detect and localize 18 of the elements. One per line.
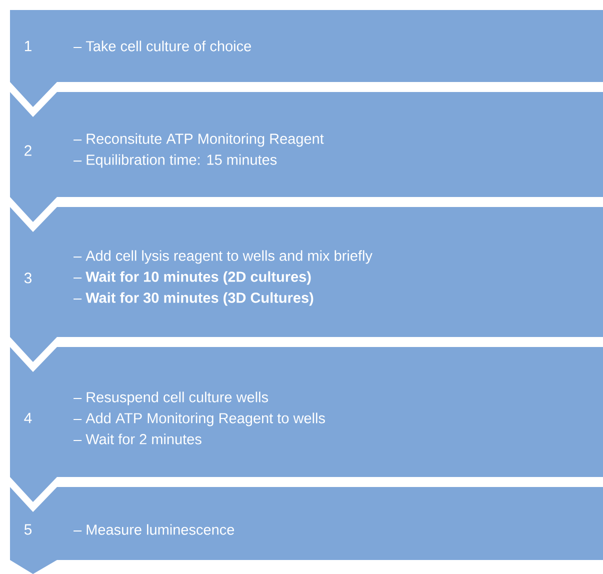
step-band: 3 – Add cell lysis reagent to wells and mix briefly – Wait for 10 minutes (2D cultures) – Wait for 30 minutes (3D Cultures) (10, 207, 603, 362)
node-label: – Equilibration time: 15 minutes (74, 154, 277, 168)
node-label: 4 (24, 412, 32, 424)
step-band: 4 – Resuspend cell culture wells – Add ATP Monitoring Reagent to wells – Wait for 2 minutes (10, 347, 603, 502)
step-band: 1 – Take cell culture of choice (10, 10, 603, 107)
node-label: 3 (24, 272, 32, 284)
node-label: – Wait for 10 minutes (2D cultures) (74, 271, 311, 285)
node-label: – Wait for 30 minutes (3D Cultures) (74, 292, 314, 306)
node-label: – Add cell lysis reagent to wells and mix briefly (74, 250, 372, 264)
step-band: 5 – Measure luminescence (10, 487, 603, 574)
node-label: 2 (24, 145, 32, 156)
node-label: – Reconsitute ATP Monitoring Reagent (74, 133, 324, 147)
node-label: – Wait for 2 minutes (74, 434, 202, 444)
node-label: – Resuspend cell culture wells (74, 392, 268, 406)
node-label: – Add ATP Monitoring Reagent to wells (74, 412, 325, 426)
step-band: 2 – Reconsitute ATP Monitoring Reagent – Equilibration time: 15 minutes (10, 92, 603, 222)
node-label: 1 (24, 40, 32, 52)
node-label: – Take cell culture of choice (74, 40, 251, 52)
